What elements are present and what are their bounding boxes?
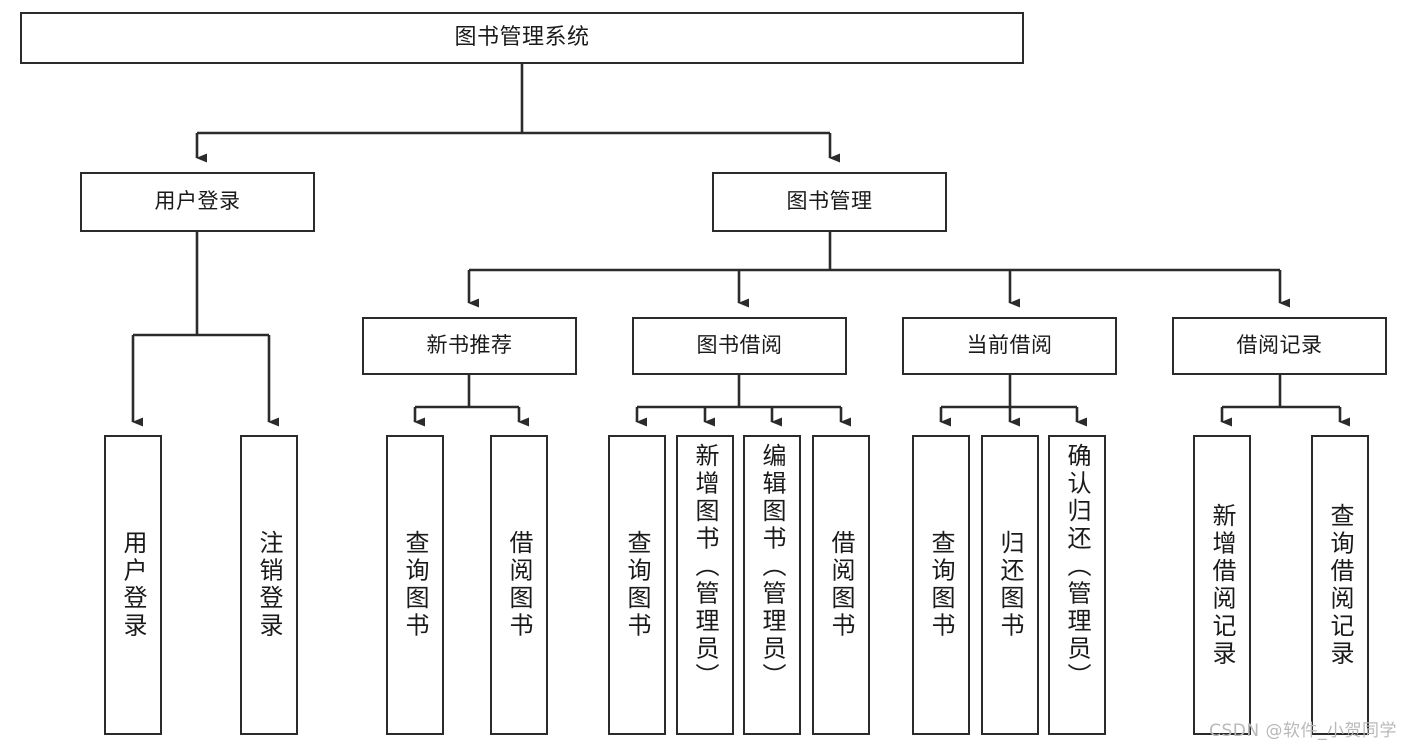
node-leaf-add-book-label: 新增图书（管理员） bbox=[691, 443, 719, 691]
node-root-label: 图书管理系统 bbox=[454, 24, 590, 50]
node-leaf-user-logout-label: 注销登录 bbox=[255, 530, 283, 640]
node-root[interactable]: 图书管理系统 bbox=[20, 12, 1024, 64]
csdn-watermark: CSDN @软件_小贺同学 bbox=[1209, 721, 1397, 741]
node-leaf-confirm-return[interactable]: 确认归还（管理员） bbox=[1048, 435, 1106, 735]
node-leaf-return-book-label: 归还图书 bbox=[996, 530, 1024, 640]
node-leaf-borrow-book-1[interactable]: 借阅图书 bbox=[490, 435, 548, 735]
node-leaf-user-logout[interactable]: 注销登录 bbox=[240, 435, 298, 735]
node-book-manage-label: 图书管理 bbox=[786, 189, 873, 214]
node-leaf-query-book-1[interactable]: 查询图书 bbox=[386, 435, 444, 735]
node-leaf-borrow-book-2-label: 借阅图书 bbox=[827, 530, 855, 640]
node-current-borrow-label: 当前借阅 bbox=[966, 333, 1053, 358]
node-leaf-return-book[interactable]: 归还图书 bbox=[981, 435, 1039, 735]
node-leaf-query-record-label: 查询借阅记录 bbox=[1326, 502, 1354, 668]
node-book-borrow-label: 图书借阅 bbox=[696, 333, 783, 358]
node-book-borrow[interactable]: 图书借阅 bbox=[632, 317, 847, 375]
node-new-book-rec[interactable]: 新书推荐 bbox=[362, 317, 577, 375]
node-new-book-rec-label: 新书推荐 bbox=[426, 333, 513, 358]
node-user-login[interactable]: 用户登录 bbox=[80, 172, 315, 232]
node-borrow-record-label: 借阅记录 bbox=[1236, 333, 1323, 358]
node-leaf-user-login[interactable]: 用户登录 bbox=[104, 435, 162, 735]
node-leaf-add-record[interactable]: 新增借阅记录 bbox=[1193, 435, 1251, 735]
node-borrow-record[interactable]: 借阅记录 bbox=[1172, 317, 1387, 375]
node-leaf-query-book-3[interactable]: 查询图书 bbox=[912, 435, 970, 735]
node-leaf-add-record-label: 新增借阅记录 bbox=[1208, 502, 1236, 668]
node-leaf-edit-book-label: 编辑图书（管理员） bbox=[758, 443, 786, 691]
node-leaf-query-book-2-label: 查询图书 bbox=[623, 530, 651, 640]
node-book-manage[interactable]: 图书管理 bbox=[712, 172, 947, 232]
node-leaf-query-book-1-label: 查询图书 bbox=[401, 530, 429, 640]
node-leaf-query-book-2[interactable]: 查询图书 bbox=[608, 435, 666, 735]
node-leaf-query-record[interactable]: 查询借阅记录 bbox=[1311, 435, 1369, 735]
node-current-borrow[interactable]: 当前借阅 bbox=[902, 317, 1117, 375]
node-user-login-label: 用户登录 bbox=[154, 189, 241, 214]
node-leaf-add-book[interactable]: 新增图书（管理员） bbox=[676, 435, 734, 735]
node-leaf-user-login-label: 用户登录 bbox=[119, 530, 147, 640]
node-leaf-confirm-return-label: 确认归还（管理员） bbox=[1063, 443, 1091, 691]
node-leaf-borrow-book-1-label: 借阅图书 bbox=[505, 530, 533, 640]
node-leaf-edit-book[interactable]: 编辑图书（管理员） bbox=[743, 435, 801, 735]
node-leaf-borrow-book-2[interactable]: 借阅图书 bbox=[812, 435, 870, 735]
node-leaf-query-book-3-label: 查询图书 bbox=[927, 530, 955, 640]
